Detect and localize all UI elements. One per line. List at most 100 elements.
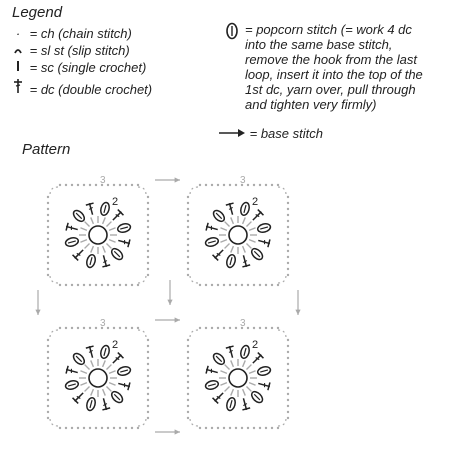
dc-bar: [88, 349, 93, 353]
legend-item-sc-label: = sc (single crochet): [29, 60, 147, 75]
corner-chain: [189, 274, 199, 284]
chain-dot: [186, 195, 190, 199]
chain-dot: [240, 326, 244, 330]
chain-dot: [286, 249, 290, 253]
chain-dot: [228, 183, 232, 187]
popcorn-outline: [204, 380, 220, 390]
dc-stitch: [225, 202, 234, 215]
chain-dot: [210, 426, 214, 430]
corner-chain: [277, 186, 287, 196]
chain-dot: [216, 326, 220, 330]
motif: 23: [46, 175, 150, 287]
inner-stitch: [248, 238, 256, 243]
dc-stitch: [258, 382, 271, 391]
chain-dot: [286, 344, 290, 348]
chain-dot: [112, 326, 116, 330]
chain-dot: [234, 426, 238, 430]
chain-dot: [198, 426, 202, 430]
dc-bar: [103, 260, 108, 264]
chain-dot: [106, 183, 110, 187]
chain-dot: [64, 326, 68, 330]
chain-dot: [146, 261, 150, 265]
popcorn-line: and tighten very firmly): [245, 97, 377, 112]
popcorn-outline: [204, 237, 220, 247]
chain-dot: [286, 410, 290, 414]
corner-chain: [189, 417, 199, 427]
chain-dot: [94, 426, 98, 430]
inner-stitch: [84, 221, 91, 228]
dc-bar: [76, 252, 81, 256]
chain-dot: [146, 267, 150, 271]
dc-stitch: [205, 222, 218, 231]
inner-stitch: [101, 360, 106, 368]
chain-dot: [106, 326, 110, 330]
chain-dot: [286, 350, 290, 354]
inner-stitch: [90, 217, 95, 225]
chain-dot: [130, 283, 134, 287]
popcorn-stroke: [207, 383, 216, 387]
motif: 23: [186, 175, 290, 287]
chain-dot: [186, 380, 190, 384]
chain-dot: [94, 283, 98, 287]
inner-stitch: [220, 227, 228, 232]
chain-dot: [46, 201, 50, 205]
dc-top: [102, 264, 111, 268]
chain-dot: [70, 183, 74, 187]
chain-dot: [186, 350, 190, 354]
chain-dot: [204, 426, 208, 430]
popcorn-stroke: [229, 257, 233, 266]
chain-dot: [46, 219, 50, 223]
center-ring: [88, 368, 108, 388]
chain-dot: [46, 398, 50, 402]
chain-dot: [82, 283, 86, 287]
chain-dot: [286, 362, 290, 366]
dc-top: [225, 202, 234, 206]
dc-bar: [228, 206, 233, 210]
chain-dot: [136, 283, 140, 287]
dc-bar: [255, 214, 260, 218]
dc-top: [117, 209, 124, 216]
chain-dot: [146, 231, 150, 235]
chain-dot: [130, 326, 134, 330]
chain-dot: [64, 183, 68, 187]
popcorn-stitch: [100, 344, 110, 360]
chain-dot: [270, 426, 274, 430]
chain-dot: [286, 243, 290, 247]
corner-chain: [189, 329, 199, 339]
dc-bar: [123, 240, 126, 245]
chain-dot: [100, 283, 104, 287]
chain-dot: [146, 362, 150, 366]
popcorn-stitch: [226, 396, 236, 412]
round-2-label: 2: [252, 196, 258, 208]
dc-top: [205, 365, 209, 374]
chain-dot: [82, 326, 86, 330]
chain-dot: [286, 225, 290, 229]
dc-stitch: [212, 392, 224, 404]
inner-stitch: [245, 221, 252, 228]
chain-dot: [286, 374, 290, 378]
popcorn-line: remove the hook from the last: [245, 52, 417, 67]
dc-stitch: [252, 209, 264, 221]
chain-dot: [264, 326, 268, 330]
inner-stitch: [80, 227, 88, 232]
chain-dot: [46, 213, 50, 217]
corner-chain: [137, 274, 147, 284]
chain-dot: [286, 380, 290, 384]
chain-dot: [70, 283, 74, 287]
popcorn-stroke: [67, 383, 76, 387]
chain-dot: [258, 326, 262, 330]
chain-dot: [100, 326, 104, 330]
inner-stitch: [245, 242, 252, 249]
dc-top: [65, 365, 69, 374]
dc-top: [127, 382, 131, 391]
popcorn-stroke: [253, 250, 261, 258]
dc-bar: [216, 395, 221, 399]
inner-stitch: [230, 245, 235, 253]
chain-dot: [264, 283, 268, 287]
popcorn-line: = popcorn stitch (= work 4 dc: [245, 22, 412, 37]
inner-stitch: [90, 388, 95, 396]
base-stitch-arrow: [155, 317, 180, 323]
popcorn-outline: [72, 209, 86, 223]
inner-stitch: [105, 364, 112, 371]
center-ring: [228, 368, 248, 388]
